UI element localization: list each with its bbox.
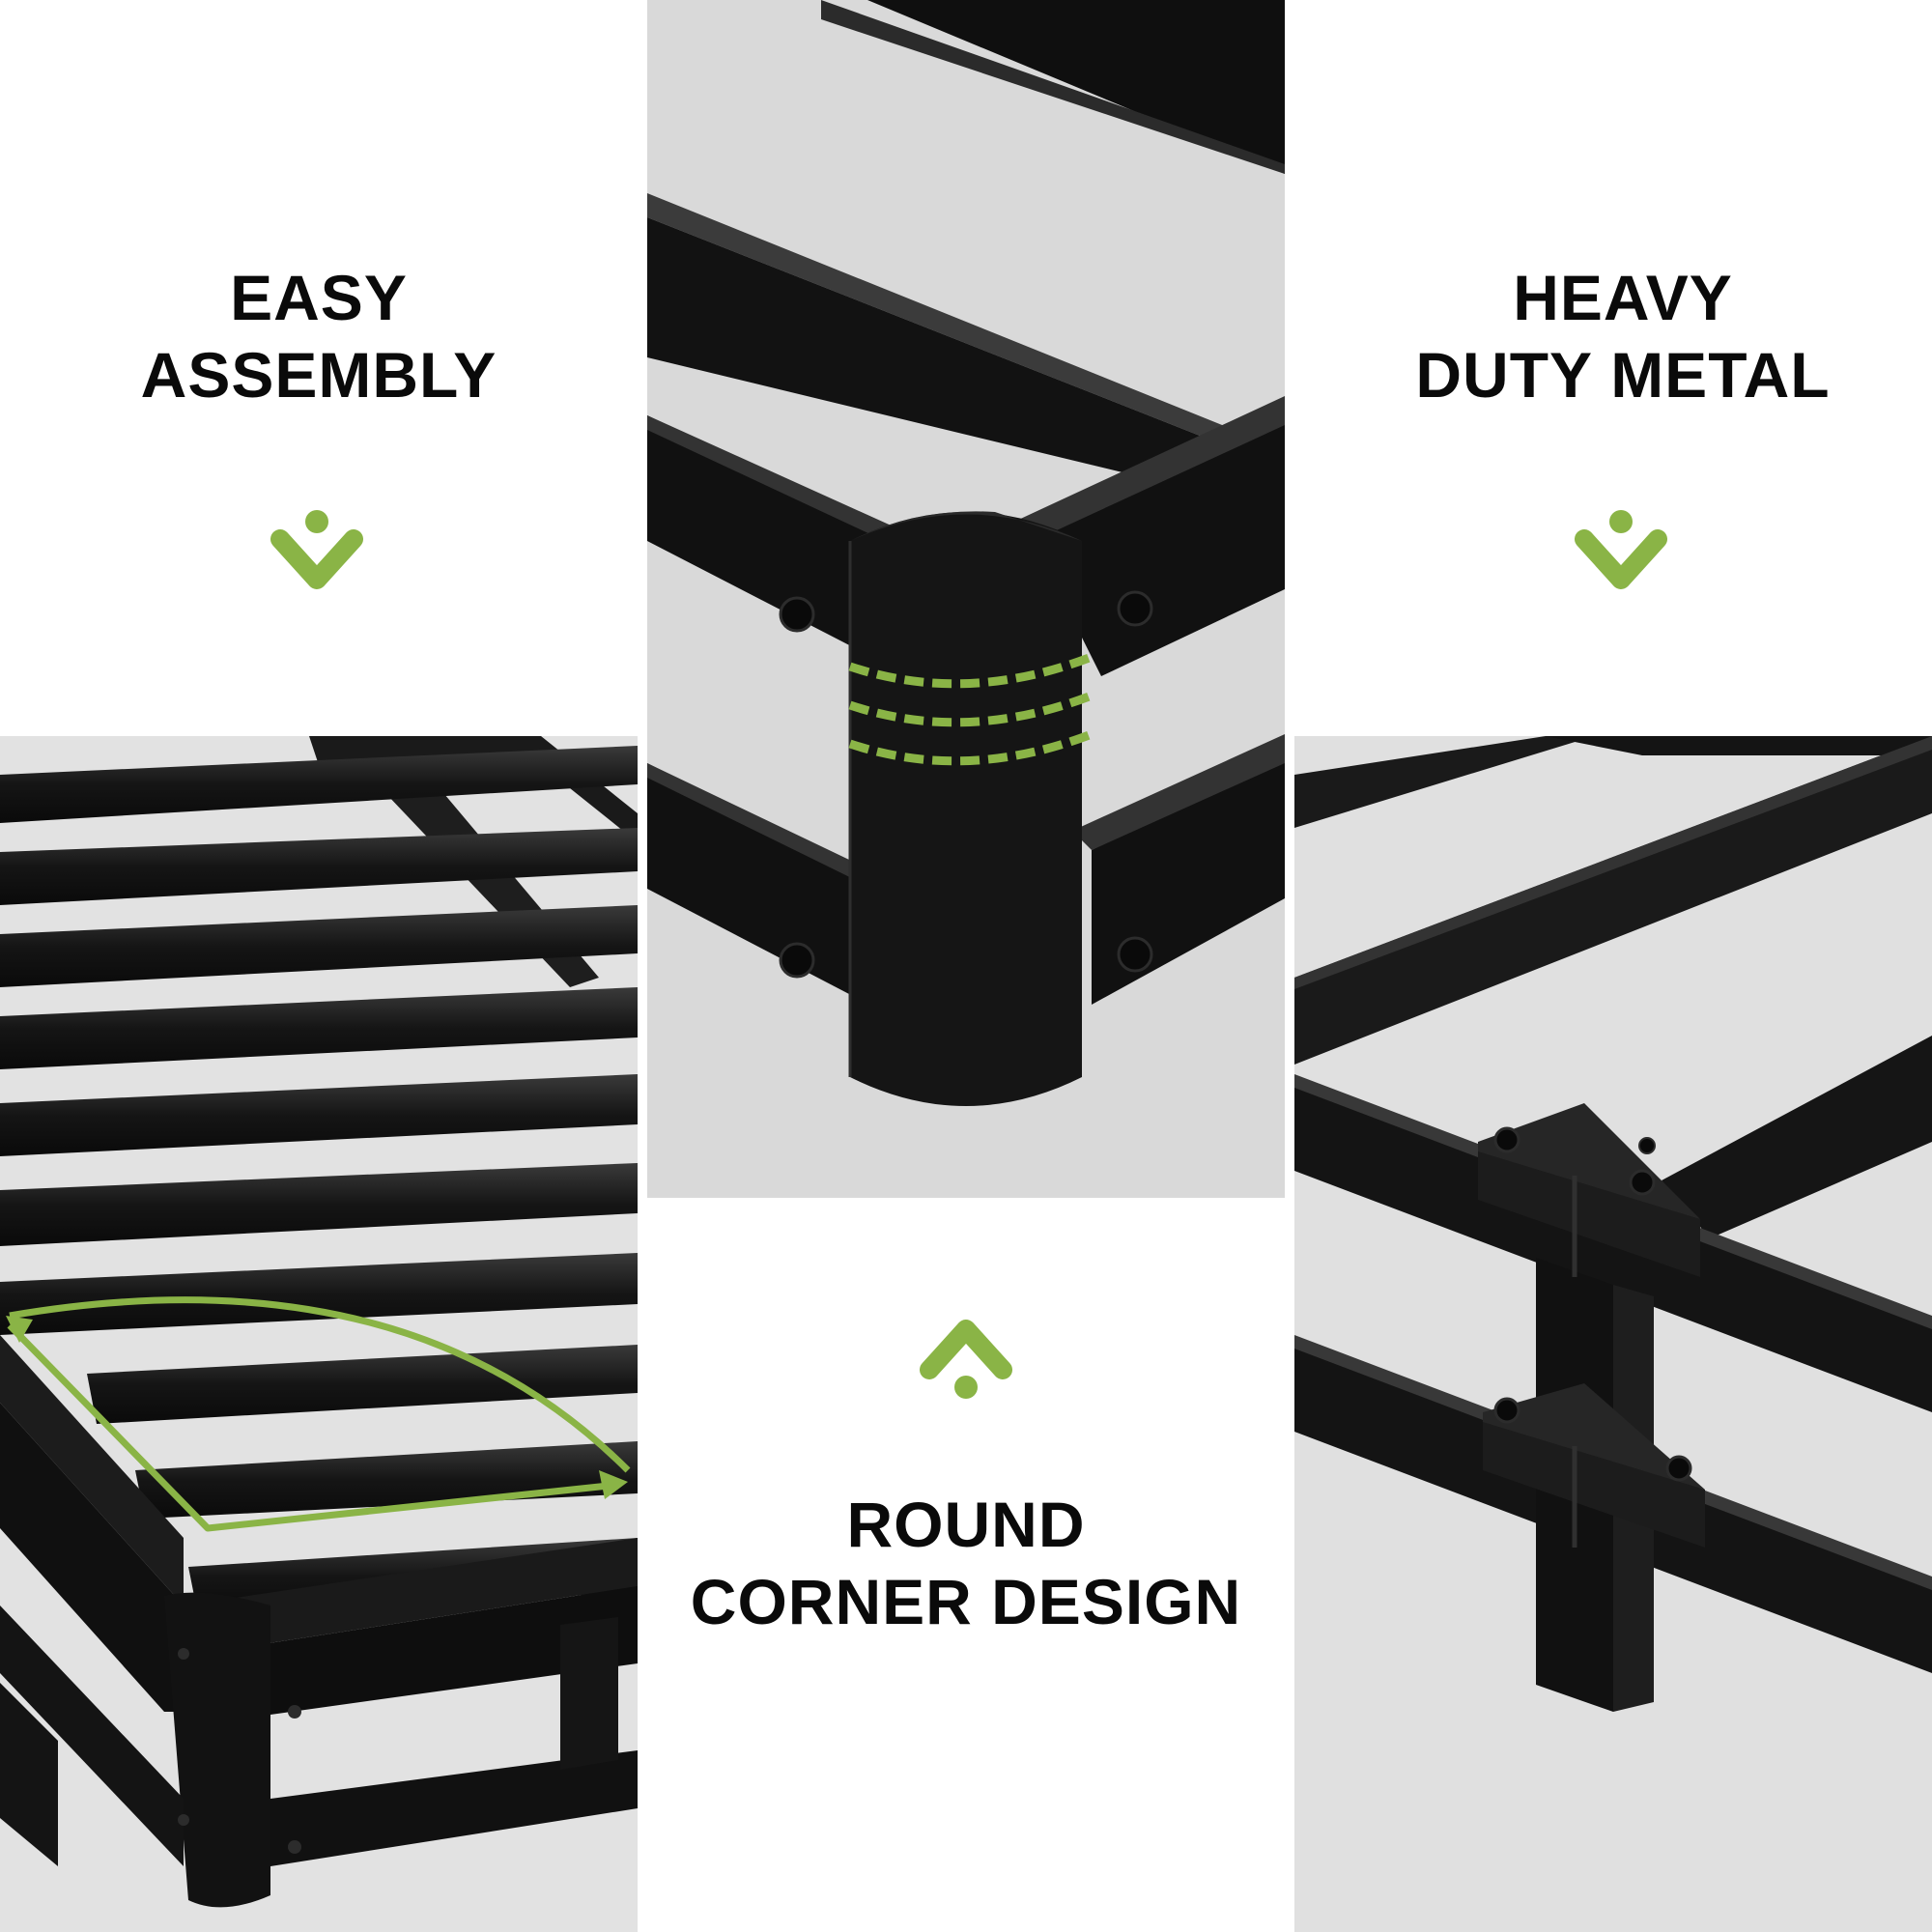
caption-line-1: EASY <box>230 262 408 333</box>
caption-line-2: ASSEMBLY <box>140 339 497 411</box>
caption-line-2: CORNER DESIGN <box>690 1566 1242 1637</box>
chevron-down-icon <box>270 510 363 595</box>
bed-frame-photo <box>0 736 638 1932</box>
caption-line-1: HEAVY <box>1513 262 1733 333</box>
chevron-down-icon <box>1575 510 1667 595</box>
heavy-duty-joint-photo <box>1294 736 1932 1932</box>
caption-easy-assembly: EASY ASSEMBLY <box>58 259 580 413</box>
round-corner-photo <box>647 0 1285 1198</box>
caption-line-1: ROUND <box>846 1489 1086 1560</box>
chevron-up-icon <box>920 1314 1012 1399</box>
caption-heavy-duty-metal: HEAVY DUTY METAL <box>1352 259 1893 413</box>
caption-line-2: DUTY METAL <box>1415 339 1831 411</box>
caption-round-corner-design: ROUND CORNER DESIGN <box>657 1486 1275 1640</box>
